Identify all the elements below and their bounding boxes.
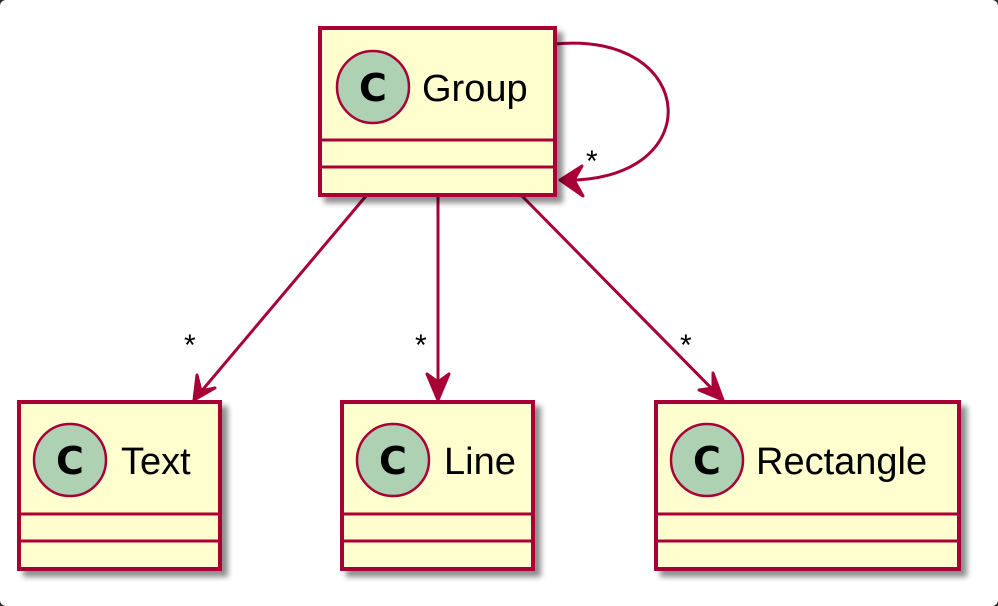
self-association-arrowhead: [558, 164, 585, 198]
multiplicity-label-group-self: *: [586, 145, 598, 178]
stereotype-letter: C: [359, 66, 387, 110]
stereotype-letter: C: [379, 439, 407, 483]
class-name-line: Line: [444, 441, 516, 483]
stereotype-letter: C: [693, 439, 721, 483]
association-line-text: [192, 195, 368, 401]
relation-group-to-rectangle: *: [520, 194, 725, 402]
multiplicity-label-rectangle: *: [680, 329, 692, 362]
relation-group-to-line: *: [415, 196, 451, 402]
association-arrowhead-rectangle: [697, 371, 725, 402]
class-stereotype-icon: [32, 422, 108, 498]
class-name-group: Group: [422, 68, 528, 110]
self-association-line: [554, 41, 670, 182]
class-group[interactable]: C Group: [318, 26, 557, 197]
association-arrowhead-line: [425, 372, 451, 402]
multiplicity-label-line: *: [415, 329, 427, 362]
class-name-text: Text: [121, 441, 191, 483]
relation-group-to-text: *: [184, 195, 368, 402]
class-line[interactable]: C Line: [340, 400, 535, 571]
stereotype-letter: C: [56, 439, 84, 483]
class-text[interactable]: C Text: [17, 400, 222, 571]
class-stereotype-icon: [355, 422, 431, 498]
class-stereotype-icon: [335, 49, 411, 125]
class-stereotype-icon: [669, 422, 745, 498]
multiplicity-label-text: *: [184, 329, 196, 362]
class-rectangle[interactable]: C Rectangle: [654, 400, 961, 571]
class-name-rectangle: Rectangle: [756, 441, 927, 483]
relation-group-to-group: *: [554, 41, 670, 198]
association-line-rectangle: [520, 194, 725, 402]
association-arrowhead-text: [192, 373, 217, 402]
